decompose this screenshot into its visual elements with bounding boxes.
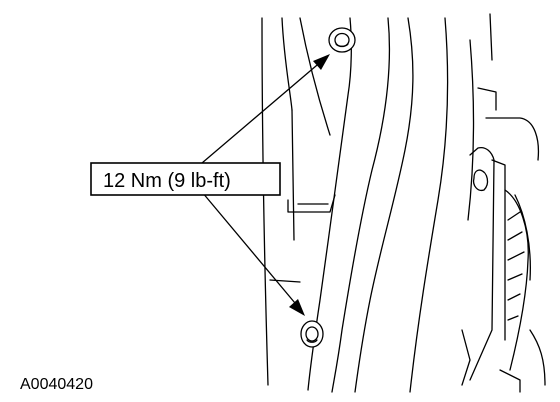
figure-id: A0040420	[20, 376, 93, 393]
bottom-bolt-icon	[300, 320, 324, 348]
callout-box	[90, 162, 281, 196]
torque-callout: 12 Nm (9 lb-ft)	[90, 162, 281, 196]
leader-arrows	[201, 54, 330, 316]
pillar-contours	[307, 13, 493, 393]
right-mechanism	[461, 87, 546, 393]
arrowhead-bottom	[289, 299, 305, 316]
top-bolt-icon	[328, 27, 356, 53]
torque-label: 12 Nm (9 lb-ft)	[103, 170, 231, 192]
bracket	[287, 194, 336, 213]
arrowhead-top	[313, 54, 330, 70]
